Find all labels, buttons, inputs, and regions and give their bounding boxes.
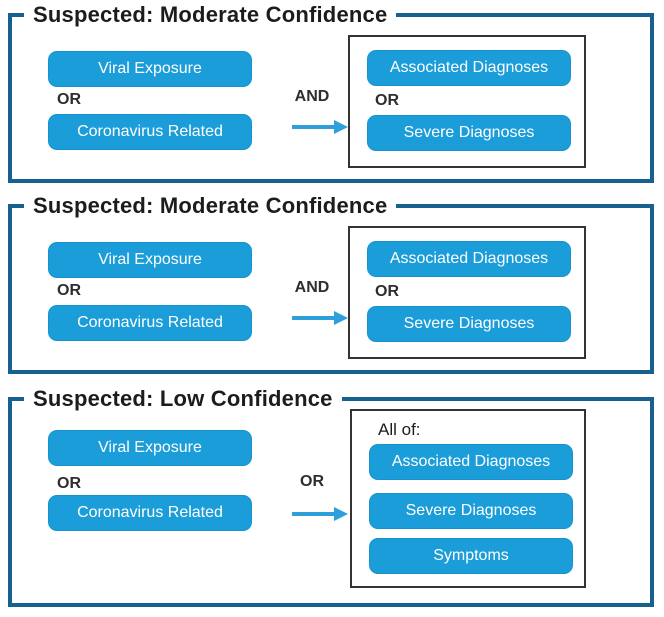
node-severe-diagnoses: Severe Diagnoses <box>367 306 571 342</box>
diagnoses-group-box: Associated Diagnoses OR Severe Diagnoses <box>348 226 586 359</box>
and-operator-label: AND <box>294 279 330 296</box>
and-operator-label: AND <box>294 88 330 105</box>
node-coronavirus-related: Coronavirus Related <box>48 305 252 341</box>
panel-title: Suspected: Moderate Confidence <box>24 2 397 28</box>
right-arrow-icon <box>292 120 348 134</box>
panel-suspected-moderate-1: Suspected: Moderate Confidence Viral Exp… <box>8 2 654 183</box>
right-arrow-icon <box>292 507 348 521</box>
or-operator-label: OR <box>57 282 81 299</box>
or-operator-label: OR <box>57 475 81 492</box>
or-operator-label: OR <box>375 92 399 109</box>
panel-title: Suspected: Moderate Confidence <box>24 193 397 219</box>
node-viral-exposure: Viral Exposure <box>48 51 252 87</box>
node-coronavirus-related: Coronavirus Related <box>48 114 252 150</box>
panel-suspected-moderate-2: Suspected: Moderate Confidence Viral Exp… <box>8 193 654 374</box>
node-severe-diagnoses: Severe Diagnoses <box>369 493 573 529</box>
panel-title: Suspected: Low Confidence <box>24 386 342 412</box>
node-coronavirus-related: Coronavirus Related <box>48 495 252 531</box>
panel-suspected-low: Suspected: Low Confidence Viral Exposure… <box>8 386 654 607</box>
node-severe-diagnoses: Severe Diagnoses <box>367 115 571 151</box>
node-associated-diagnoses: Associated Diagnoses <box>369 444 573 480</box>
right-arrow-icon <box>292 311 348 325</box>
node-viral-exposure: Viral Exposure <box>48 242 252 278</box>
all-of-group-box: All of: Associated Diagnoses Severe Diag… <box>350 409 586 588</box>
node-symptoms: Symptoms <box>369 538 573 574</box>
diagnoses-group-box: Associated Diagnoses OR Severe Diagnoses <box>348 35 586 168</box>
all-of-label: All of: <box>378 420 421 439</box>
or-operator-label: OR <box>375 283 399 300</box>
node-viral-exposure: Viral Exposure <box>48 430 252 466</box>
node-associated-diagnoses: Associated Diagnoses <box>367 241 571 277</box>
or-operator-label: OR <box>57 91 81 108</box>
node-associated-diagnoses: Associated Diagnoses <box>367 50 571 86</box>
or-operator-label: OR <box>300 473 324 490</box>
